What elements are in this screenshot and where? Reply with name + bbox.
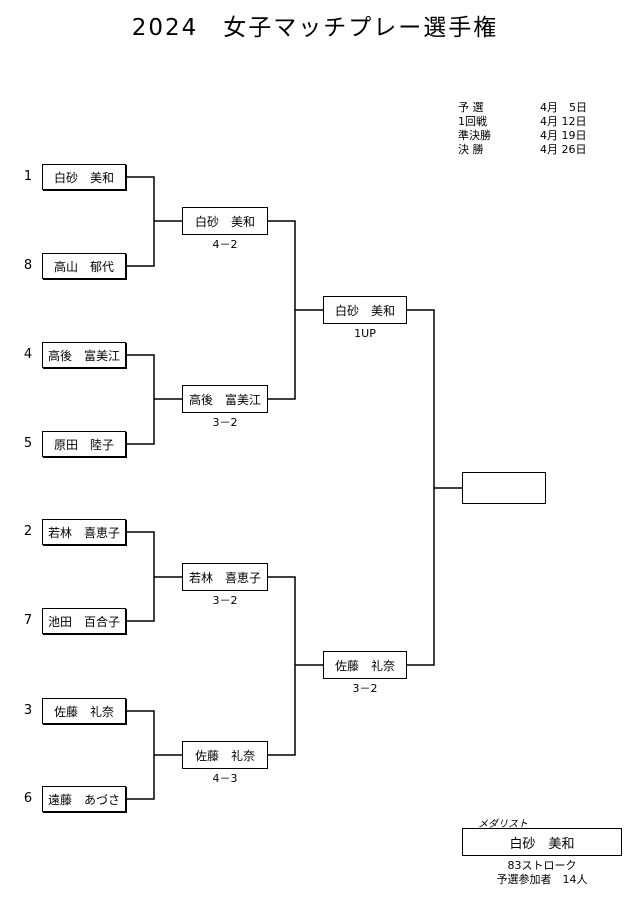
schedule-row: 予 選 4月 5日 [458,101,587,115]
player-box: 高山 郁代 [42,253,126,279]
player-box: 高後 富美江 [42,342,126,368]
seed-number: 8 [23,258,33,273]
player-box: 池田 百合子 [42,608,126,634]
winner-box: 白砂 美和 [182,207,268,235]
winner-box: 高後 富美江 [182,385,268,413]
connector-line [268,220,296,400]
champion-box [462,472,546,504]
seed-number: 2 [23,524,33,539]
page-title: 2024 女子マッチプレー選手権 [131,15,499,41]
semifinal-box: 白砂 美和 [323,296,407,324]
seed-number: 3 [23,703,33,718]
schedule-row: 準決勝 4月 19日 [458,129,587,143]
schedule-round: 予 選 [458,101,484,114]
medalist-caption: メダリスト [478,819,528,830]
connector-line [126,531,155,622]
schedule: 予 選 4月 5日 1回戦 4月 12日 準決勝 4月 19日 決 勝 4月 2… [458,101,587,157]
seed-number: 4 [23,347,33,362]
seed-number: 5 [23,436,33,451]
schedule-row: 決 勝 4月 26日 [458,143,587,157]
schedule-round: 決 勝 [458,143,484,156]
medalist-strokes: 83ストローク [507,859,577,872]
match-score: 3－2 [212,594,238,607]
player-box: 白砂 美和 [42,164,126,190]
match-score: 3－2 [212,416,238,429]
winner-box: 若林 喜恵子 [182,563,268,591]
schedule-date: 4月 19日 [540,129,587,142]
schedule-date: 4月 12日 [540,115,587,128]
player-box: 佐藤 礼奈 [42,698,126,724]
match-score: 3－2 [352,682,378,695]
schedule-date: 4月 5日 [540,101,587,114]
seed-number: 6 [23,791,33,806]
connector-line [407,309,435,666]
semifinal-box: 佐藤 礼奈 [323,651,407,679]
schedule-round: 準決勝 [458,129,491,142]
player-box: 遠藤 あづさ [42,786,126,812]
player-box: 原田 陸子 [42,431,126,457]
match-score: 4－3 [212,772,238,785]
schedule-date: 4月 26日 [540,143,587,156]
match-score: 4－2 [212,238,238,251]
schedule-row: 1回戦 4月 12日 [458,115,587,129]
connector-line [126,354,155,445]
participants-count: 予選参加者 14人 [496,873,588,886]
connector-line [126,710,155,800]
seed-number: 7 [23,613,33,628]
connector-line [126,176,155,267]
winner-box: 佐藤 礼奈 [182,741,268,769]
connector-line [268,576,296,756]
medalist-box: 白砂 美和 [462,828,622,856]
match-score: 1UP [354,327,376,340]
player-box: 若林 喜恵子 [42,519,126,545]
schedule-round: 1回戦 [458,115,487,128]
seed-number: 1 [23,169,33,184]
